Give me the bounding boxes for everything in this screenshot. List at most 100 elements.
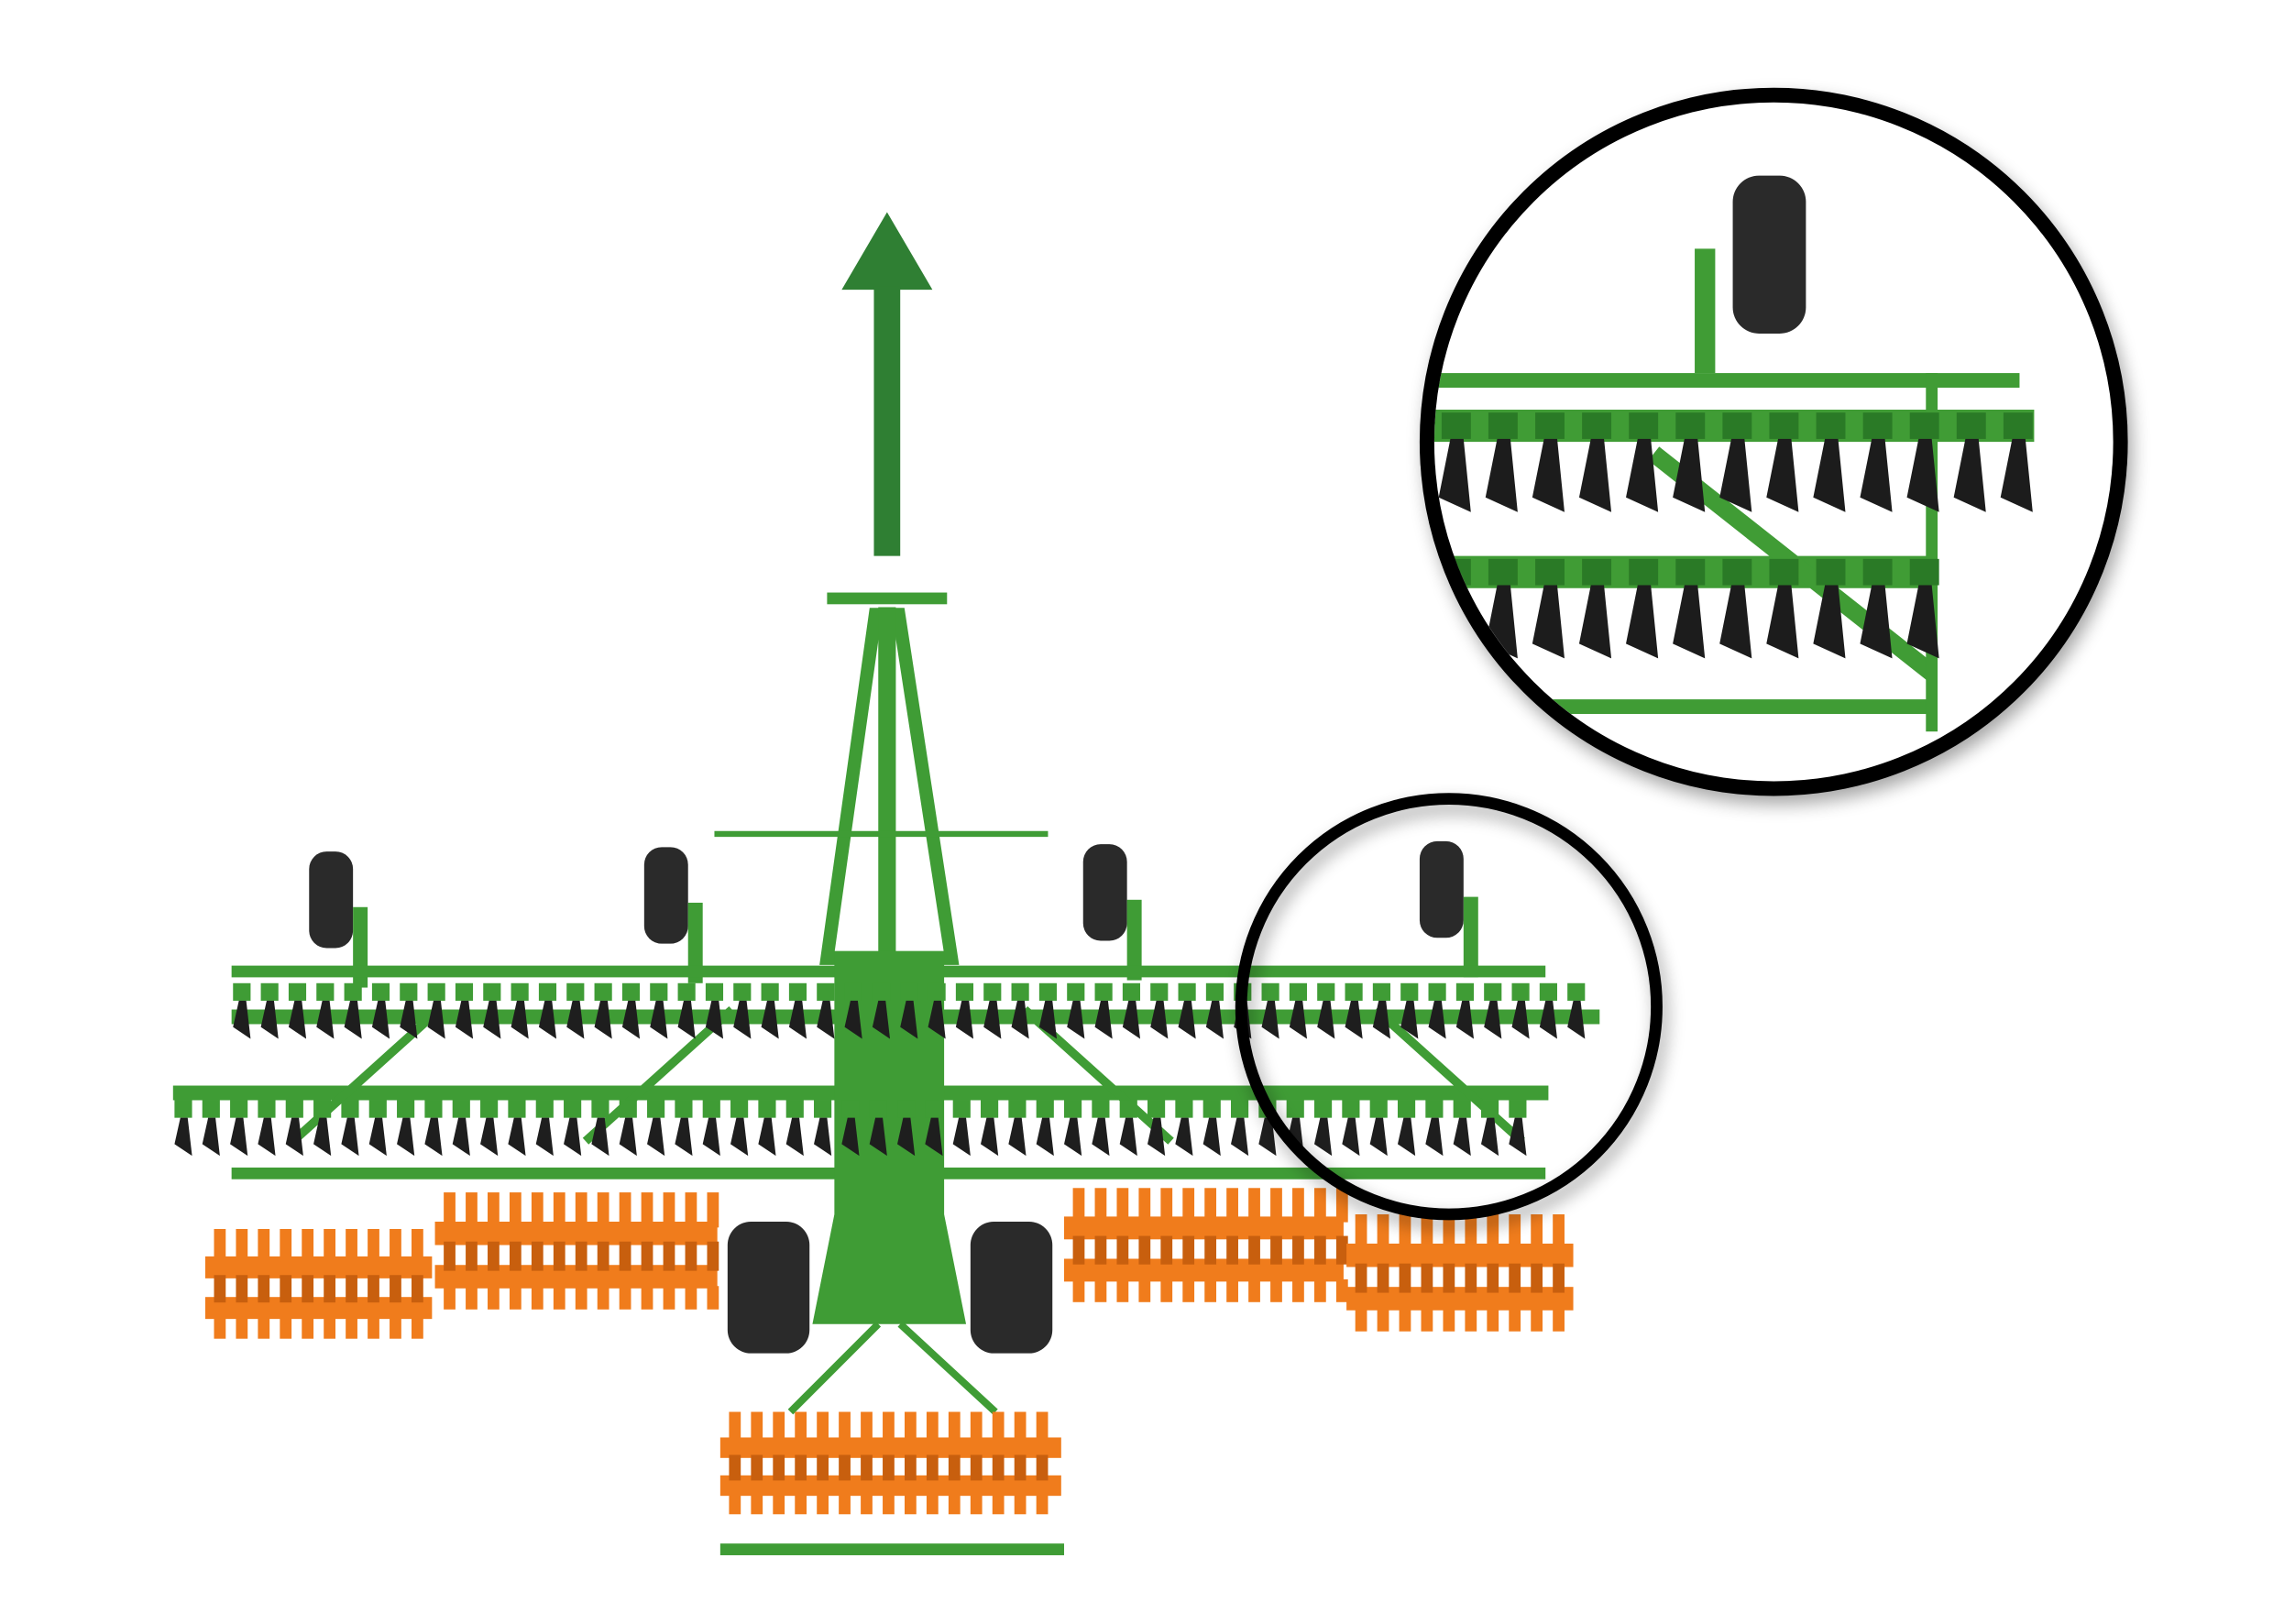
rear-bar [719,1543,1065,1555]
roller-tooth [773,1411,785,1443]
tine [1455,1000,1474,1039]
tine [1008,1117,1027,1157]
roller-tooth [214,1275,226,1303]
roller-tooth [1138,1278,1151,1302]
zoom-tine [1813,585,1846,659]
depth-wheel [643,847,688,944]
tine [1148,1117,1166,1157]
tine [983,1000,1002,1039]
tine [981,1117,999,1157]
roller-tooth [236,1228,248,1262]
tine-mount [619,1100,637,1118]
tine [1289,1000,1308,1039]
tine [341,1117,359,1157]
tine [1119,1117,1137,1157]
roller-tooth [663,1241,675,1271]
roller-tooth [926,1454,939,1481]
tine [619,1117,637,1157]
tine-mount [1094,982,1113,1001]
tine-mount [344,982,362,1001]
roller-tooth [1465,1214,1477,1250]
tine-mount [288,982,307,1001]
roller-tooth [1248,1188,1260,1223]
tine-mount [397,1100,415,1118]
tine [733,1000,752,1039]
roller-tooth [324,1275,335,1303]
tine-mount [1261,982,1279,1001]
roller-tooth [685,1192,697,1228]
tine [1509,1117,1527,1157]
tine-mount [1230,1100,1249,1118]
tine-mount [202,1100,220,1118]
roller-tooth [368,1316,379,1339]
roller-tooth [1014,1411,1027,1443]
roller-tooth [1248,1278,1260,1302]
zoom-tine-mount [1769,558,1799,586]
tine-mount [508,1100,526,1118]
tine-mount [371,982,390,1001]
zoom-tine [1532,438,1565,512]
roller-tooth [1138,1188,1151,1223]
roller-tooth [839,1454,851,1481]
tine [483,1000,501,1039]
zoom-tine-mount [1816,558,1846,586]
roller-tooth [488,1241,500,1271]
roller-tooth [795,1454,807,1481]
roller-tooth [280,1228,292,1262]
tine [1511,1000,1530,1039]
tine-mount [758,1100,776,1118]
roller-tooth [729,1493,741,1515]
zoom-tine-mount [1441,412,1471,439]
zoom-tine-mount [1535,558,1565,586]
roller-tooth [597,1241,609,1271]
roller-tooth [619,1241,631,1271]
zoom-tine-mount [1722,558,1752,586]
tine-mount [955,982,974,1001]
tine-mount [952,1100,971,1118]
roller-tooth [258,1228,270,1262]
roller-tooth [1465,1308,1477,1332]
roller-tooth [488,1286,500,1310]
roller-tooth [1226,1188,1238,1223]
tine [508,1117,526,1157]
tine-mount [675,1100,693,1118]
tine [1038,1000,1058,1039]
roller-tooth [444,1241,456,1271]
zoom-tine-mount [1862,558,1893,586]
roller-tooth [1421,1263,1433,1293]
tine [1178,1000,1196,1039]
tine [897,1117,916,1157]
roller-tooth [488,1192,500,1228]
roller-tooth [1509,1263,1521,1293]
tine [814,1117,832,1157]
tine-mount [677,982,696,1001]
tine [1480,1117,1499,1157]
tine [817,1000,835,1039]
tine [452,1117,470,1157]
zoom-tine [1485,438,1518,512]
tine-mount [233,982,251,1001]
roller-tooth [729,1454,741,1481]
roller-tooth [236,1316,248,1339]
tine [1484,1000,1502,1039]
tine-mount [535,1100,554,1118]
roller-tooth [1421,1308,1433,1332]
roller-tooth [1531,1263,1543,1293]
tine-mount [814,1100,832,1118]
tine-mount [1480,1100,1499,1118]
roller-tooth [839,1493,851,1515]
tine [174,1117,192,1157]
tine-mount [452,1100,470,1118]
tine-mount [1369,1100,1388,1118]
tine [758,1117,776,1157]
tine [285,1117,303,1157]
roller-tooth [390,1228,401,1262]
tine-mount [621,982,641,1001]
tine [1122,1000,1141,1039]
roller-tooth [1377,1214,1389,1250]
tine [1397,1117,1416,1157]
zoom-tine [1766,585,1799,659]
tine [424,1117,443,1157]
tine [1175,1117,1193,1157]
